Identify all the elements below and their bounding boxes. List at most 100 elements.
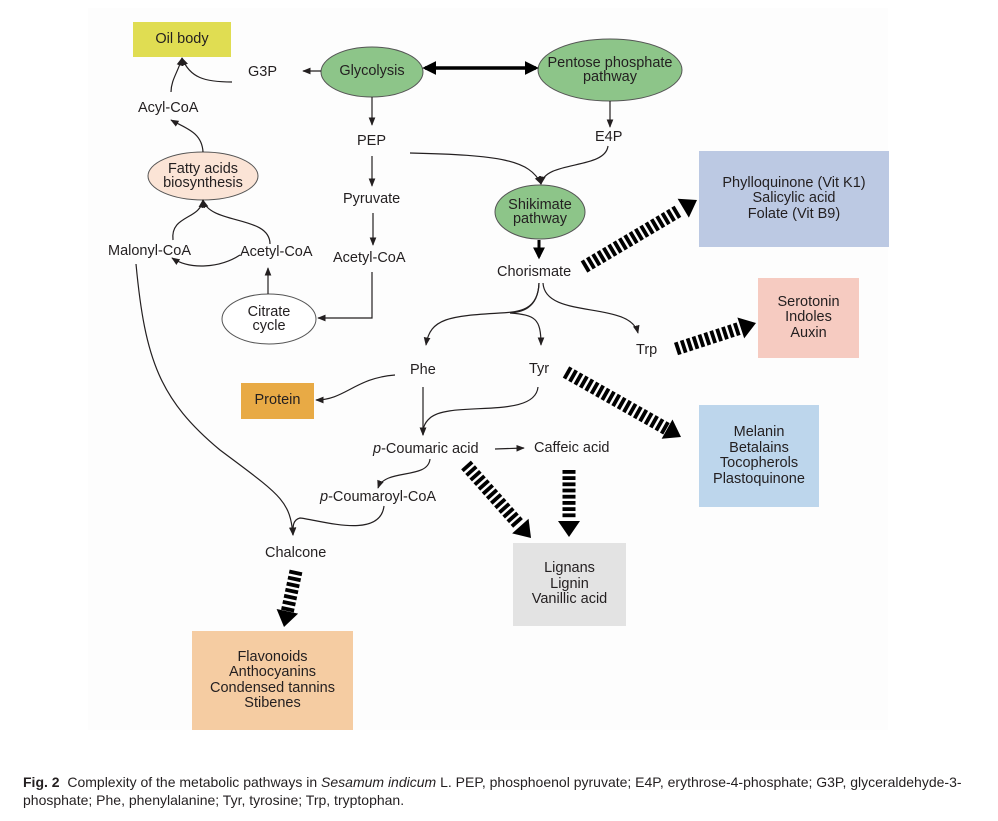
arrow-malonylcoa-fatty	[172, 199, 206, 241]
caption-text-1: Complexity of the metabolic pathways in	[67, 774, 322, 790]
serotonin-box	[758, 278, 859, 358]
pyruvate-label: Pyruvate	[343, 191, 401, 207]
p-coumaric-acid-label: p-Coumaric acid	[373, 442, 479, 457]
citrate-line-2: cycle	[252, 318, 286, 334]
oil-body-box	[133, 22, 231, 57]
melanin-box	[699, 405, 819, 507]
figure-caption: Fig. 2 Complexity of the metabolic pathw…	[23, 773, 983, 809]
arrow-head	[558, 521, 580, 537]
dashed-arrow-caffeic-lignans	[558, 470, 580, 537]
tocopherols-item: Tocopherols	[719, 455, 799, 471]
dash-segment	[600, 387, 611, 401]
dash-segment	[562, 513, 576, 518]
dash-segment	[465, 465, 478, 477]
caffeic-acid-label: Caffeic acid	[534, 440, 610, 456]
arrow-head	[677, 198, 697, 218]
plastoquinone-item: Plastoquinone	[713, 470, 805, 487]
dash-segment	[494, 497, 507, 510]
arrow-fatty-acylcoa	[170, 119, 204, 153]
dash-segment	[671, 205, 682, 219]
dash-segment	[506, 511, 519, 524]
pentose-line-1: Pentose phosphate	[547, 55, 673, 71]
dash-segment	[721, 326, 729, 340]
pentose-line-2: pathway	[582, 69, 637, 85]
dash-segment	[287, 575, 302, 583]
acetyl-coa-right-label: Acetyl-CoA	[333, 250, 406, 266]
dash-segment	[612, 240, 623, 254]
e4p-label: E4P	[595, 129, 623, 145]
citrate-line-1: Citrate	[247, 304, 291, 320]
arrow-pcoumaric-caffeic	[494, 444, 525, 452]
dash-segment	[666, 208, 676, 222]
dash-segment	[685, 337, 694, 352]
dash-segment	[627, 402, 638, 417]
lignans-item: Lignans	[544, 560, 595, 577]
protein-label: Protein	[254, 392, 301, 409]
dash-segment	[481, 483, 494, 496]
dash-segment	[562, 476, 576, 480]
phe-label: Phe	[410, 362, 436, 378]
phylloquinone-box-text: Phylloquinone (Vit K1) Salicylic acid Fo…	[699, 151, 889, 247]
dash-segment	[477, 479, 490, 491]
shikimate-line-2: pathway	[512, 211, 567, 227]
phylloquinone-box	[699, 151, 889, 247]
dash-segment	[578, 375, 589, 389]
fatty-acids-label: Fatty acids biosynthesis	[148, 154, 258, 198]
dash-segment	[510, 516, 523, 528]
lignans-box	[513, 543, 626, 626]
dash-segment	[618, 237, 628, 251]
dash-segment	[650, 218, 660, 232]
dash-segment	[562, 494, 576, 499]
dash-segment	[638, 409, 649, 423]
dash-segment	[284, 587, 299, 595]
auxin-item: Auxin	[790, 324, 827, 341]
salicylic-acid-item: Salicylic acid	[752, 190, 836, 207]
arrow-chorismate-trp	[542, 282, 640, 334]
dash-segment	[727, 324, 735, 338]
dash-segment	[634, 227, 644, 241]
dash-segment	[283, 593, 298, 601]
arrow-phe-protein	[315, 374, 396, 404]
lignans-box-text: Lignans Lignin Vanillic acid	[513, 543, 626, 626]
melanin-item: Melanin	[733, 424, 785, 440]
dash-segment	[473, 474, 486, 487]
protein-box	[241, 383, 314, 419]
shikimate-node	[494, 184, 586, 240]
arrow-acetylcoa-malonylcoa	[171, 254, 241, 267]
dash-segment	[562, 482, 576, 487]
dash-segment	[596, 249, 607, 264]
dash-segment	[490, 493, 503, 505]
chorismate-label: Chorismate	[497, 264, 572, 280]
dash-segment	[628, 231, 639, 245]
dash-segment	[498, 502, 511, 514]
dash-segment	[632, 406, 643, 420]
tyr-label: Tyr	[529, 361, 550, 377]
dash-segment	[660, 212, 671, 226]
dash-segment	[616, 396, 627, 411]
dash-segment	[643, 412, 654, 426]
serotonin-item: Serotonin	[777, 293, 840, 310]
condensed-tannins-item: Condensed tannins	[210, 679, 335, 696]
betalains-item: Betalains	[729, 439, 789, 456]
dash-segment	[288, 569, 303, 577]
diagram-panel	[88, 8, 888, 730]
g3p-label: G3P	[248, 64, 278, 80]
p-coumaroyl-prefix: p	[320, 489, 329, 505]
dash-segment	[709, 330, 718, 344]
dash-segment	[679, 339, 688, 354]
dash-segment	[611, 393, 622, 407]
arrow-g3p-oilbody	[181, 57, 233, 83]
dash-segment	[623, 234, 634, 248]
citrate-node	[221, 293, 317, 345]
flavonoids-box	[192, 631, 353, 730]
acetyl-coa-left-label: Acetyl-CoA	[240, 244, 313, 260]
citrate-label: Citrate cycle	[222, 297, 316, 341]
dash-segment	[649, 415, 659, 429]
oil-body-label: Oil body	[155, 30, 209, 47]
dashed-arrow-pcoumaric-lignans	[461, 460, 531, 538]
arrow-pcoumaric-pcoumaroyl	[377, 458, 431, 489]
caption-text-2: L. PEP, phosphoenol pyruvate; E4P, eryth…	[23, 774, 962, 808]
dash-segment	[732, 322, 741, 337]
dash-segment	[562, 507, 576, 511]
dash-segment	[605, 390, 616, 404]
